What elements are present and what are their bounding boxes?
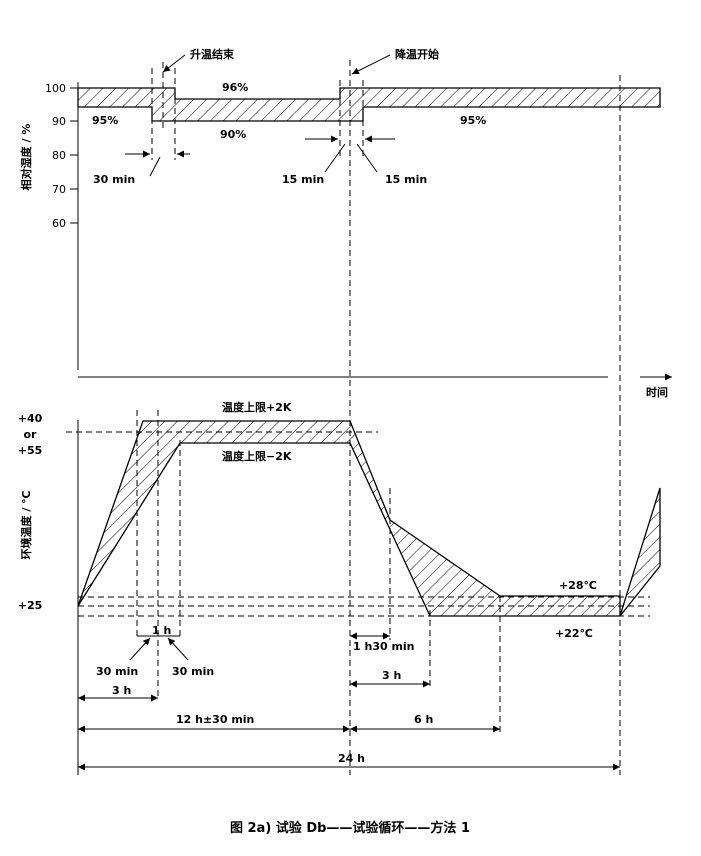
heating-end-label: 升温结束: [190, 47, 235, 61]
temp-axis-label: 环境温度 / ℃: [19, 491, 33, 560]
rh-tick-100: 100: [45, 82, 66, 95]
plus22-label: +22℃: [555, 627, 593, 640]
temp-next-cycle-band: [619, 487, 661, 617]
temp-tick-25: +25: [18, 599, 43, 612]
temp-tick-or: or: [24, 428, 38, 441]
upper-minus-label: 温度上限−2K: [222, 449, 292, 463]
dim-12h: 12 h±30 min: [176, 713, 254, 726]
dim-1h: 1 h: [152, 624, 171, 637]
rh-15min-label-b: 15 min: [385, 173, 427, 186]
rh-ticks: 100 90 80 70 60: [45, 82, 78, 230]
rh-30min-label: 30 min: [93, 173, 135, 186]
dim-6h: 6 h: [414, 713, 433, 726]
rh-value-96: 96%: [222, 81, 248, 94]
temp-tick-55: +55: [18, 444, 43, 457]
dim-3h-left: 3 h: [112, 684, 131, 697]
dim-1h30min: 1 h30 min: [353, 640, 415, 653]
rh-value-95-left: 95%: [92, 114, 118, 127]
rh-tick-60: 60: [52, 217, 66, 230]
rh-axis-label: 相对湿度 / %: [19, 124, 33, 191]
time-label: 时间: [646, 385, 668, 399]
rh-tick-70: 70: [52, 183, 66, 196]
dim-30min-a: 30 min: [96, 665, 138, 678]
rh-tick-90: 90: [52, 115, 66, 128]
dim-24h: 24 h: [338, 752, 365, 765]
rh-panel: 100 90 80 70 60 相对湿度 / % 95% 96% 90% 95%…: [19, 47, 661, 420]
dim-30min-b: 30 min: [172, 665, 214, 678]
rh-value-95-right: 95%: [460, 114, 486, 127]
plus28-label: +28℃: [559, 579, 597, 592]
rh-15min-label-a: 15 min: [282, 173, 324, 186]
temp-tick-40: +40: [18, 412, 43, 425]
temp-panel: +40 or +55 +25 环境温度 / ℃ 温度上限+2K 温度上限−2K …: [18, 60, 661, 775]
cooling-start-pointer: [351, 54, 391, 75]
cooling-start-label: 降温开始: [395, 47, 439, 61]
dim-3h-right: 3 h: [382, 669, 401, 682]
rh-value-90: 90%: [220, 128, 246, 141]
rh-tick-80: 80: [52, 149, 66, 162]
heating-end-pointer: [162, 54, 186, 73]
rh-tolerance-band: [77, 87, 661, 122]
figure-caption: 图 2a) 试验 Db——试验循环——方法 1: [230, 820, 470, 836]
temp-tolerance-band: [77, 420, 621, 617]
upper-plus-label: 温度上限+2K: [222, 400, 292, 414]
